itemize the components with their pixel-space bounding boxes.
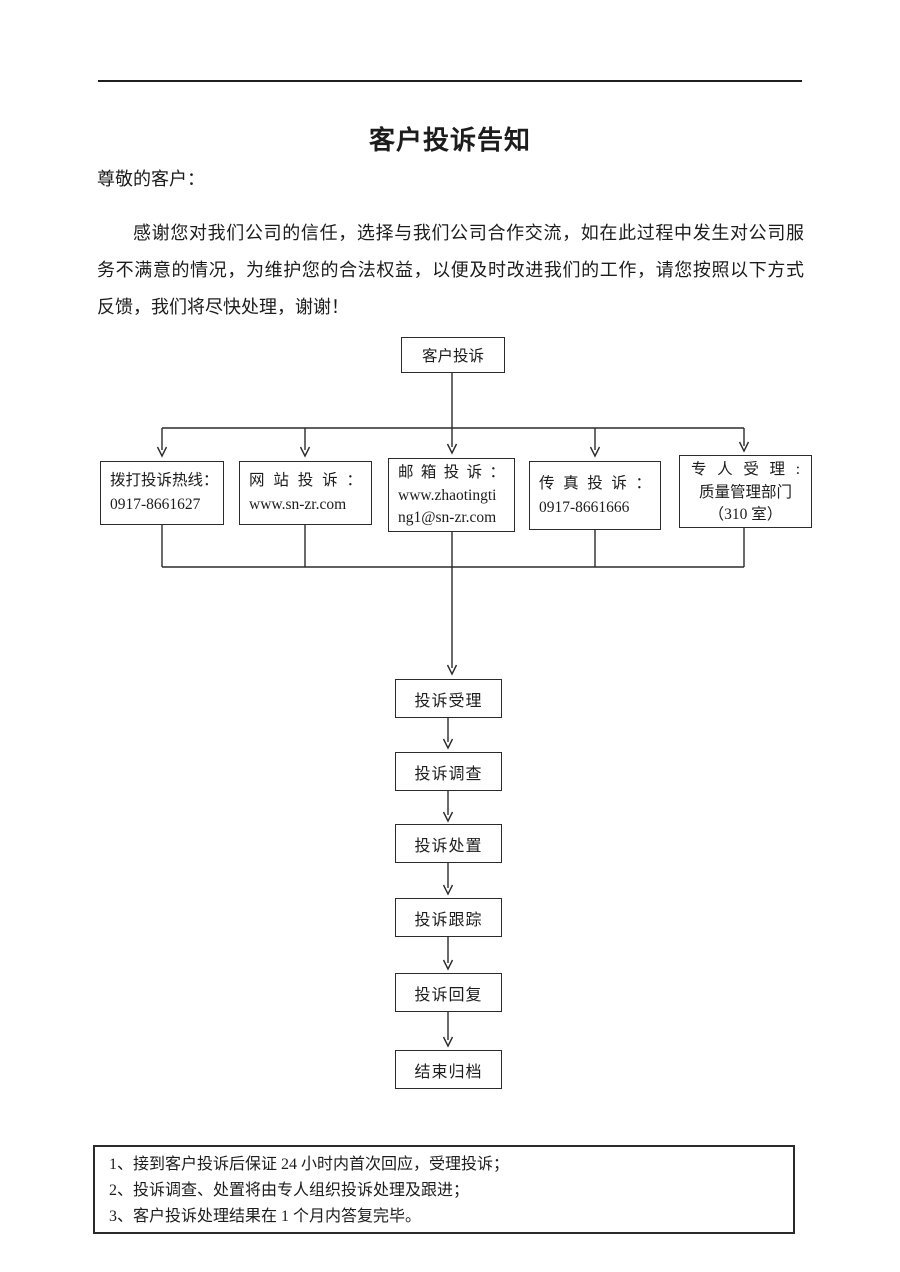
flow-start-box: 客户投诉	[401, 337, 505, 373]
greeting: 尊敬的客户：	[97, 169, 205, 189]
channel-box-website: 网站投诉： www.sn-zr.com	[239, 461, 372, 525]
step-label: 结束归档	[414, 1063, 483, 1081]
note-line: 3、客户投诉处理结果在 1 个月内答复完毕。	[109, 1208, 422, 1225]
flow-start-label: 客户投诉	[421, 348, 484, 365]
channel-line: www.sn-zr.com	[249, 496, 347, 513]
channel-line: 0917-8661627	[110, 496, 201, 513]
channel-box-person: 专人受理: 质量管理部门 （310 室）	[679, 455, 812, 528]
step-box-investigate: 投诉调查	[395, 752, 502, 791]
step-label: 投诉跟踪	[414, 911, 483, 929]
document-title: 客户投诉告知	[368, 125, 531, 155]
step-label: 投诉回复	[414, 986, 483, 1004]
step-box-reply: 投诉回复	[395, 973, 502, 1012]
channel-line: 0917-8661666	[539, 499, 630, 516]
channel-line: 质量管理部门	[698, 483, 792, 501]
step-label: 投诉受理	[414, 692, 483, 710]
intro-paragraph: 感谢您对我们公司的信任，选择与我们公司合作交流，如在此过程中发生对公司服 务不满…	[97, 215, 804, 326]
notes-box: 1、接到客户投诉后保证 24 小时内首次回应，受理投诉； 2、投诉调查、处置将由…	[93, 1145, 795, 1234]
channel-line: （310 室）	[708, 506, 783, 523]
step-box-accept: 投诉受理	[395, 679, 502, 718]
channel-line: 拨打投诉热线：	[110, 472, 219, 489]
channel-box-hotline: 拨打投诉热线： 0917-8661627	[100, 461, 224, 525]
channel-line: www.zhaotingti	[398, 486, 497, 504]
paragraph-line: 务不满意的情况，为维护您的合法权益，以便及时改进我们的工作，请您按照以下方式	[97, 260, 804, 280]
channel-line: ng1@sn-zr.com	[398, 509, 497, 526]
channel-line: 网站投诉：	[249, 472, 362, 489]
header-rule	[98, 80, 802, 82]
channel-line: 邮箱投诉：	[398, 464, 505, 481]
paragraph-line: 感谢您对我们公司的信任，选择与我们公司合作交流，如在此过程中发生对公司服	[133, 223, 804, 243]
channel-line: 专人受理:	[691, 461, 800, 478]
channel-box-email: 邮箱投诉： www.zhaotingti ng1@sn-zr.com	[388, 458, 515, 532]
channel-box-fax: 传真投诉： 0917-8661666	[529, 461, 661, 530]
step-label: 投诉处置	[414, 837, 483, 855]
step-box-handle: 投诉处置	[395, 824, 502, 863]
channel-line: 传真投诉：	[539, 475, 651, 492]
step-box-archive: 结束归档	[395, 1050, 502, 1089]
note-line: 1、接到客户投诉后保证 24 小时内首次回应，受理投诉；	[109, 1156, 510, 1173]
paragraph-line: 反馈，我们将尽快处理，谢谢！	[97, 297, 349, 317]
note-line: 2、投诉调查、处置将由专人组织投诉处理及跟进；	[109, 1182, 470, 1199]
step-label: 投诉调查	[414, 765, 483, 783]
step-box-track: 投诉跟踪	[395, 898, 502, 937]
